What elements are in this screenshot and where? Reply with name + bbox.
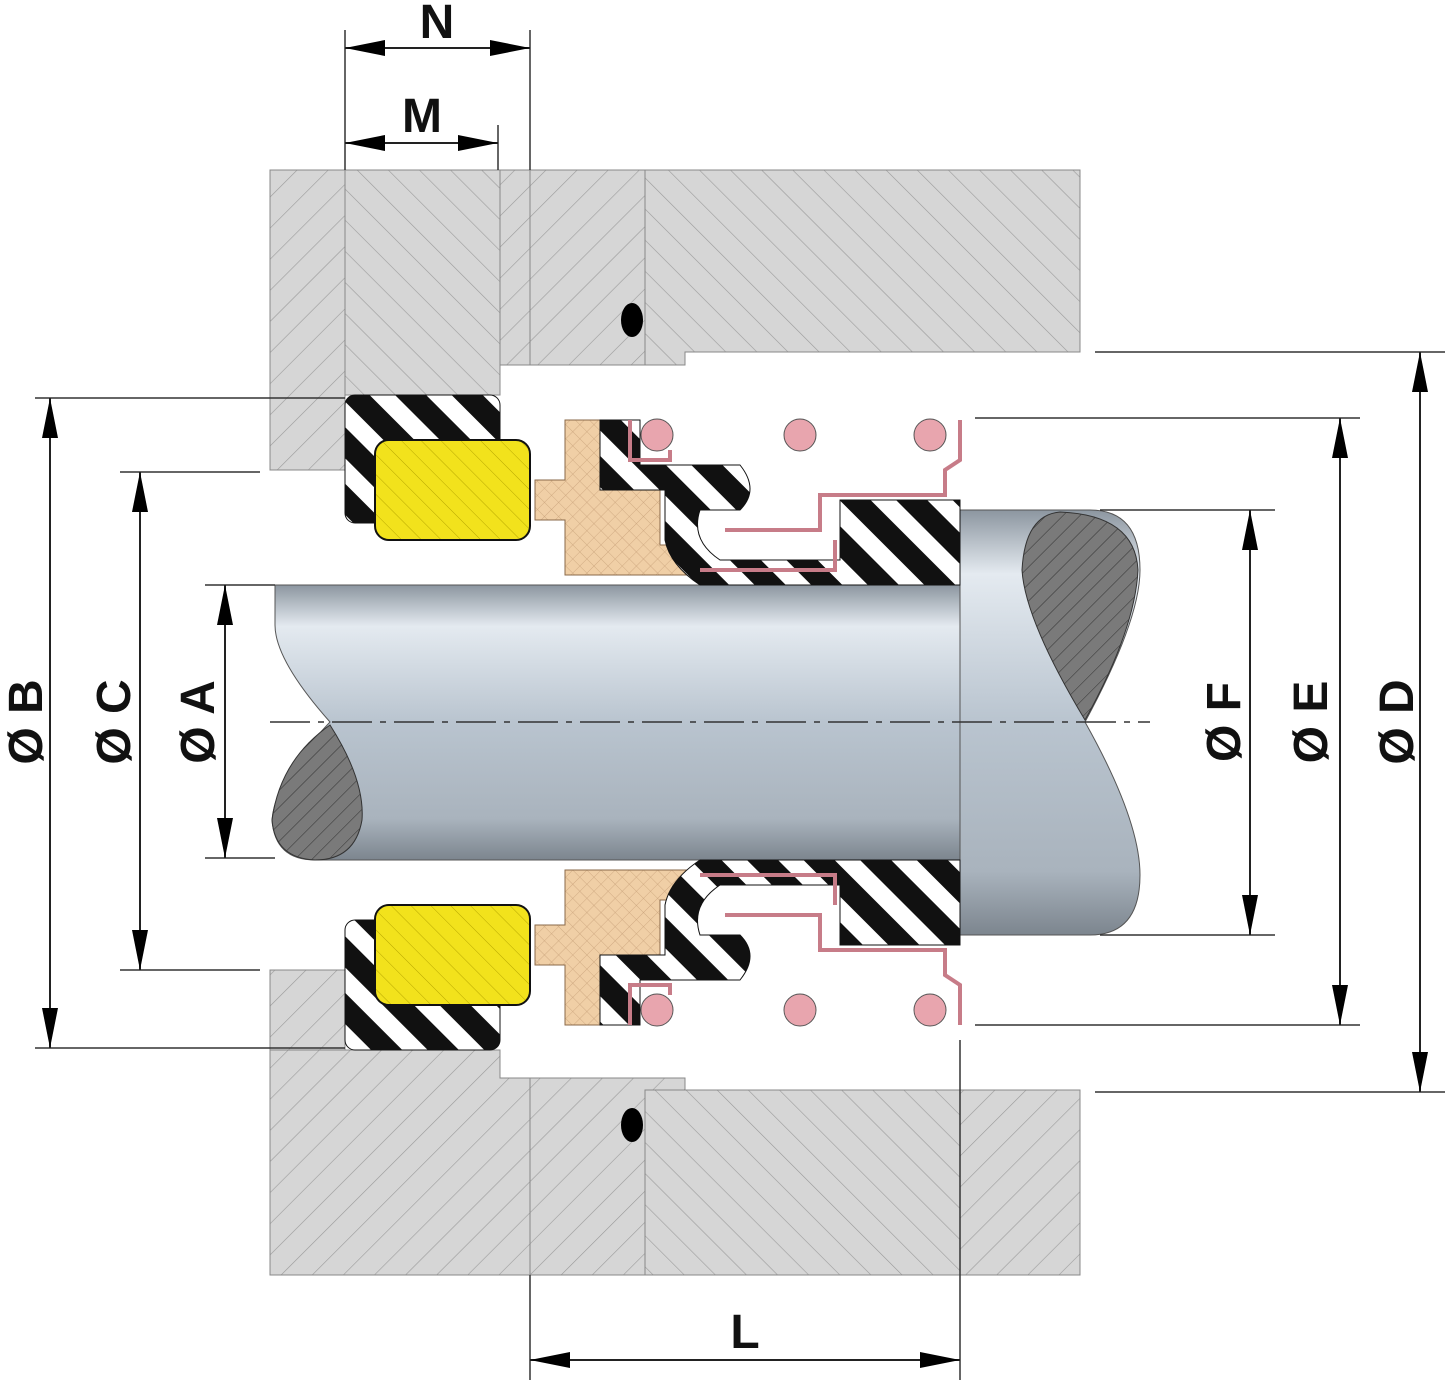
dim-E xyxy=(1332,418,1348,1025)
shaft xyxy=(270,509,1150,936)
dim-L xyxy=(530,1352,960,1368)
label-A: Ø A xyxy=(172,680,225,764)
dimension-lines xyxy=(42,40,1428,1368)
pin-hole xyxy=(621,1108,643,1142)
spring-coil xyxy=(913,993,947,1027)
dim-C xyxy=(132,472,148,970)
housing-top xyxy=(269,169,1081,471)
label-D: Ø D xyxy=(1371,679,1424,764)
spring-coil xyxy=(913,418,947,452)
dim-B xyxy=(42,398,58,1048)
dim-A xyxy=(217,585,233,858)
housing-bottom xyxy=(269,969,1081,1276)
dim-D xyxy=(1412,352,1428,1092)
dim-N xyxy=(345,40,530,56)
label-N: N xyxy=(420,0,455,49)
stationary-seat-top xyxy=(344,394,531,541)
label-L: L xyxy=(730,1306,759,1359)
label-E: Ø E xyxy=(1285,681,1338,764)
label-B: Ø B xyxy=(0,679,53,764)
pin-hole xyxy=(621,303,643,337)
springs xyxy=(640,418,947,1027)
spring-coil xyxy=(783,418,817,452)
bellows-top xyxy=(599,419,962,586)
bellows-bottom xyxy=(599,859,962,1026)
dim-M xyxy=(345,135,498,151)
dim-F xyxy=(1242,510,1258,935)
stationary-seat-bottom xyxy=(344,904,531,1051)
extension-lines xyxy=(35,30,1445,1380)
label-C: Ø C xyxy=(88,679,141,764)
spring-coil xyxy=(783,993,817,1027)
spring-coil xyxy=(640,993,674,1027)
label-M: M xyxy=(402,90,442,143)
label-F: Ø F xyxy=(1198,682,1251,762)
spring-coil xyxy=(640,418,674,452)
